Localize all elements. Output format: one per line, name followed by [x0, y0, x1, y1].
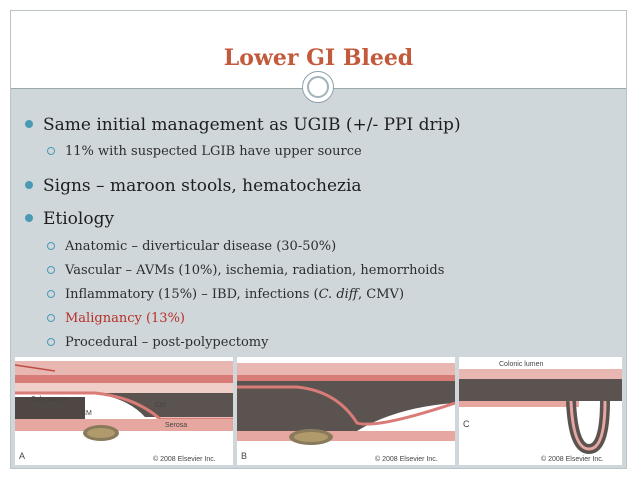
- hollow-circle-bullet-icon: [47, 337, 55, 346]
- figure-panel-c: Colonic lumen C © 2008 Elsevier Inc.: [459, 357, 622, 465]
- bullet-level2: Anatomic – diverticular disease (30-50%): [47, 239, 336, 254]
- annotation-label: CM: [155, 402, 166, 409]
- bullet-level2: Vascular – AVMs (10%), ischemia, radiati…: [47, 263, 444, 278]
- bullet-level1: Etiology: [25, 209, 114, 229]
- hollow-circle-bullet-icon: [47, 313, 55, 322]
- filled-circle-bullet-icon: [25, 213, 33, 222]
- copyright-text: © 2008 Elsevier Inc.: [153, 455, 216, 463]
- panel-label: B: [241, 451, 247, 461]
- bullet-level1: Same initial management as UGIB (+/- PPI…: [25, 115, 461, 135]
- bullet-level2: Procedural – post-polypectomy: [47, 335, 268, 350]
- annotation-label: Submucosa: [31, 396, 68, 403]
- annotation-label: Colonic lumen: [499, 361, 543, 368]
- content-area: Same initial management as UGIB (+/- PPI…: [11, 89, 626, 468]
- panel-label: A: [19, 451, 25, 461]
- annotation-label: CM: [81, 410, 92, 417]
- slide-title: Lower GI Bleed: [223, 45, 414, 71]
- bullet-level1: Signs – maroon stools, hematochezia: [25, 176, 362, 196]
- bullet-level2: Inflammatory (15%) – IBD, infections (C.…: [47, 287, 404, 302]
- hollow-circle-bullet-icon: [47, 265, 55, 274]
- annotation-label: Serosa: [165, 422, 187, 429]
- bullet-level2-highlight: Malignancy (13%): [47, 311, 185, 326]
- panel-label: C: [463, 419, 470, 429]
- diverticulum-illustration-a: Submucosa CM CM Serosa A © 2008 Elsevier…: [15, 357, 233, 465]
- figure-panel-a: Submucosa CM CM Serosa A © 2008 Elsevier…: [15, 357, 233, 465]
- hollow-circle-bullet-icon: [47, 241, 55, 250]
- diverticulum-illustration-b: B © 2008 Elsevier Inc.: [237, 357, 455, 465]
- title-ornament-icon: [302, 71, 334, 103]
- copyright-text: © 2008 Elsevier Inc.: [375, 455, 438, 463]
- figure-panel-b: B © 2008 Elsevier Inc.: [237, 357, 455, 465]
- hollow-circle-bullet-icon: [47, 146, 55, 155]
- filled-circle-bullet-icon: [25, 119, 33, 128]
- copyright-text: © 2008 Elsevier Inc.: [541, 455, 604, 463]
- figure-strip: Submucosa CM CM Serosa A © 2008 Elsevier…: [15, 357, 622, 465]
- bullet-level2: 11% with suspected LGIB have upper sourc…: [47, 144, 362, 159]
- diverticulum-illustration-c: Colonic lumen C © 2008 Elsevier Inc.: [459, 357, 622, 465]
- hollow-circle-bullet-icon: [47, 289, 55, 298]
- filled-circle-bullet-icon: [25, 180, 33, 189]
